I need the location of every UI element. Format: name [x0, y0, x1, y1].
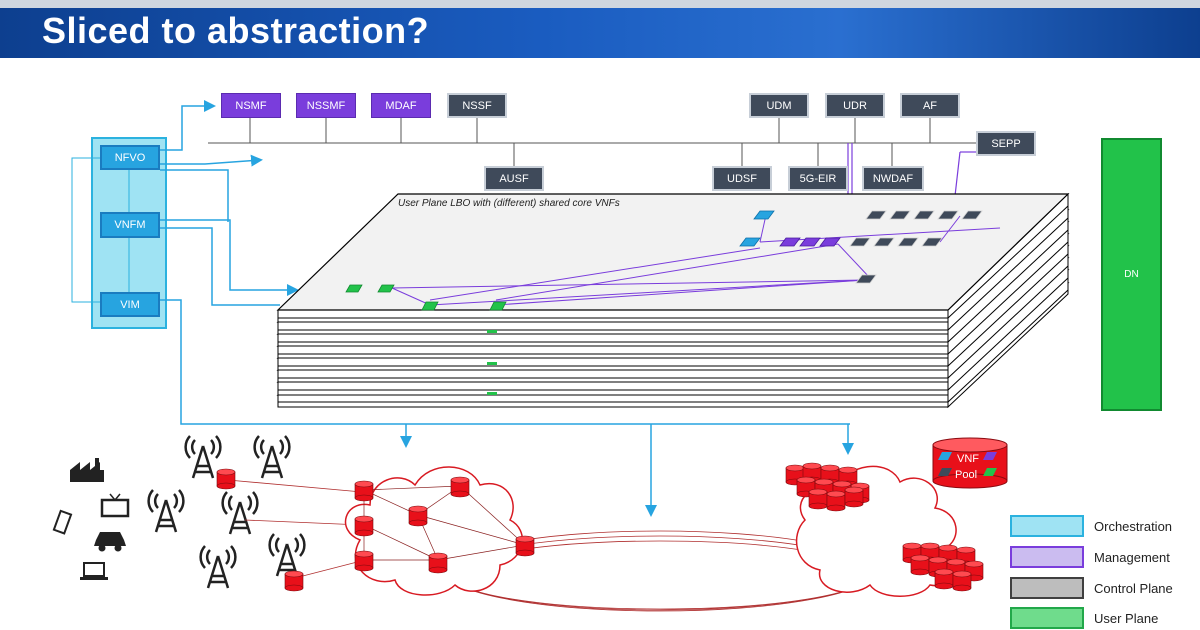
- nf-udr: UDR: [825, 93, 885, 118]
- page-title: Sliced to abstraction?: [42, 10, 430, 51]
- router-cylinder: [515, 535, 535, 557]
- legend-label: User Plane: [1094, 610, 1159, 626]
- vnf-pool-line2: Pool: [955, 469, 977, 481]
- legend-label: Management: [1094, 549, 1170, 565]
- vim-to-infra-arrow: [160, 299, 850, 425]
- router-cylinder: [354, 515, 374, 537]
- car-icon: [94, 532, 126, 552]
- router-cylinder: [428, 552, 448, 574]
- vnfm-box: VNFM: [100, 212, 160, 238]
- user-plane-vnfs: [345, 284, 507, 311]
- router-cylinder: [216, 468, 236, 490]
- slice-stack-label: User Plane LBO with (different) shared c…: [398, 198, 620, 209]
- nfvo-to-mgmt-arrow: [160, 100, 216, 151]
- nfvo-box: NFVO: [100, 145, 160, 170]
- nf-af: AF: [900, 93, 960, 118]
- laptop-icon: [80, 562, 108, 580]
- legend-row: Orchestration: [1010, 515, 1172, 537]
- nf-mdaf: MDAF: [371, 93, 431, 118]
- legend-label: Control Plane: [1094, 580, 1173, 596]
- router-cylinder: [408, 505, 428, 527]
- router-cylinder: [934, 568, 954, 590]
- legend-row: User Plane: [1010, 607, 1158, 629]
- legend-label: Orchestration: [1094, 518, 1173, 534]
- nfvo-to-bus-arrow: [160, 154, 263, 167]
- router-cylinder: [354, 480, 374, 502]
- nf-ausf: AUSF: [484, 166, 544, 191]
- nf-sepp: SEPP: [976, 131, 1036, 156]
- factory-icon: [70, 458, 104, 482]
- legend-swatch: [1010, 515, 1084, 537]
- router-group: [216, 462, 984, 592]
- nf-nsmf: NSMF: [221, 93, 281, 118]
- nf-udsf: UDSF: [712, 166, 772, 191]
- nf-udm: UDM: [749, 93, 809, 118]
- vim-box: VIM: [100, 292, 160, 317]
- router-cylinder: [826, 490, 846, 512]
- router-cylinder: [844, 486, 864, 508]
- title-bar: Sliced to abstraction?: [0, 0, 1200, 58]
- legend-row: Control Plane: [1010, 577, 1173, 599]
- router-cylinder: [910, 554, 930, 576]
- data-network-box: DN: [1101, 138, 1162, 411]
- vnf-pool-line1: VNF: [957, 453, 979, 465]
- base-station-antennas: [147, 435, 306, 589]
- router-cylinder: [808, 488, 828, 510]
- nf-nssmf: NSSMF: [296, 93, 356, 118]
- slice-stack: [276, 192, 1070, 409]
- legend-swatch: [1010, 607, 1084, 629]
- legend-swatch: [1010, 546, 1084, 568]
- phone-icon: [52, 509, 73, 535]
- router-cylinder: [284, 570, 304, 592]
- router-cylinder: [952, 570, 972, 592]
- vnfm-to-stack-arrow: [160, 219, 299, 296]
- title-top-strip: [0, 0, 1200, 8]
- nf-nwdaf: NWDAF: [862, 166, 924, 191]
- vnf-pool-cylinder: VNF Pool: [932, 437, 1008, 489]
- legend-swatch: [1010, 577, 1084, 599]
- router-cylinder: [354, 550, 374, 572]
- nf-5g-eir: 5G-EIR: [788, 166, 848, 191]
- tv-icon: [100, 493, 130, 518]
- control-plane-vnfs: [849, 210, 983, 284]
- nf-nssf: NSSF: [447, 93, 507, 118]
- router-cylinder: [450, 476, 470, 498]
- legend-row: Management: [1010, 546, 1170, 568]
